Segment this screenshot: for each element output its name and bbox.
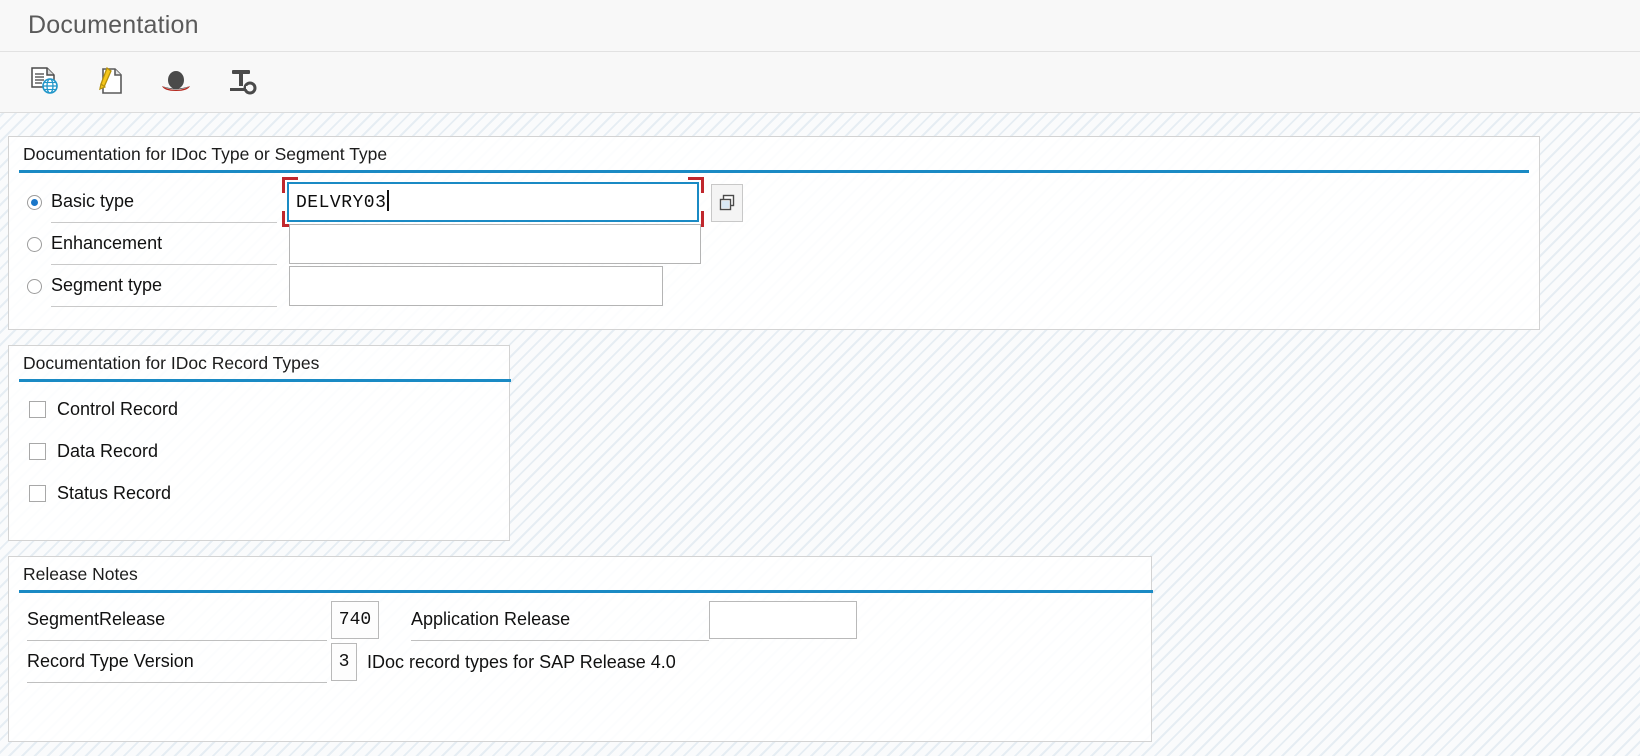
radio-basic-type-group[interactable]: Basic type (9, 181, 277, 223)
segment-release-label: SegmentRelease (27, 599, 327, 641)
radio-basic-type[interactable] (27, 194, 42, 210)
record-type-version-description: IDoc record types for SAP Release 4.0 (367, 651, 676, 672)
row-segment-type: Segment type (9, 265, 1539, 307)
group-release-notes-title: Release Notes (23, 564, 138, 584)
group-idoc-type-rule (19, 170, 1529, 173)
record-type-version-value: 3 (331, 643, 357, 681)
tools-icon[interactable] (220, 60, 264, 104)
enhancement-input[interactable] (289, 224, 701, 264)
checkbox-row-control-record[interactable]: Control Record (9, 388, 509, 430)
radio-segment-type[interactable] (27, 278, 42, 294)
row-segment-release: SegmentRelease 740 Application Release (9, 599, 1151, 641)
checkbox-control-record[interactable] (29, 400, 46, 418)
group-idoc-type-title: Documentation for IDoc Type or Segment T… (23, 144, 388, 164)
group-record-types-rule (19, 379, 511, 382)
radio-enhancement[interactable] (27, 236, 42, 252)
radio-segment-type-label: Segment type (51, 265, 277, 307)
radio-basic-type-label: Basic type (51, 181, 277, 223)
basic-type-input-focus-frame: DELVRY03 (282, 177, 704, 227)
checkbox-row-status-record[interactable]: Status Record (9, 472, 509, 514)
radio-enhancement-label: Enhancement (51, 223, 277, 265)
value-help-icon (719, 194, 735, 210)
record-type-version-label: Record Type Version (27, 641, 327, 683)
segment-type-input[interactable] (289, 266, 663, 306)
focus-corner-top-right (688, 177, 704, 193)
basic-type-input[interactable]: DELVRY03 (287, 182, 699, 222)
application-release-label: Application Release (411, 599, 709, 641)
checkbox-row-data-record[interactable]: Data Record (9, 430, 509, 472)
group-release-notes-rule (19, 590, 1153, 593)
application-release-input[interactable] (709, 601, 857, 639)
radio-segment-type-group[interactable]: Segment type (9, 265, 277, 307)
record-type-version-value-text: 3 (338, 652, 350, 672)
group-idoc-type: Documentation for IDoc Type or Segment T… (8, 136, 1540, 330)
group-idoc-record-types: Documentation for IDoc Record Types Cont… (8, 345, 511, 541)
row-basic-type: Basic type DELVRY03 (9, 177, 1539, 227)
checkbox-status-record-label: Status Record (57, 482, 172, 503)
checkbox-status-record[interactable] (29, 484, 46, 502)
page-title: Documentation (28, 11, 199, 39)
text-caret (387, 190, 390, 211)
group-release-notes: Release Notes SegmentRelease 740 Applica… (8, 556, 1153, 742)
basic-type-input-value: DELVRY03 (296, 193, 387, 213)
focus-corner-top-left (282, 177, 298, 193)
group-record-types-title: Documentation for IDoc Record Types (23, 353, 320, 373)
display-documentation-icon[interactable] (22, 60, 66, 104)
segment-release-value: 740 (331, 601, 379, 639)
checkbox-control-record-label: Control Record (57, 398, 179, 419)
edit-document-icon[interactable] (88, 60, 132, 104)
application-toolbar (0, 52, 1640, 113)
window-titlebar: Documentation (0, 0, 1640, 52)
basic-type-value-help-button[interactable] (711, 183, 743, 222)
segment-release-value-text: 740 (338, 610, 372, 630)
radio-enhancement-group[interactable]: Enhancement (9, 223, 277, 265)
row-record-type-version: Record Type Version 3 IDoc record types … (9, 641, 1151, 683)
hat-icon[interactable] (154, 60, 198, 104)
row-enhancement: Enhancement (9, 223, 1539, 265)
checkbox-data-record-label: Data Record (57, 440, 159, 461)
checkbox-data-record[interactable] (29, 442, 46, 460)
